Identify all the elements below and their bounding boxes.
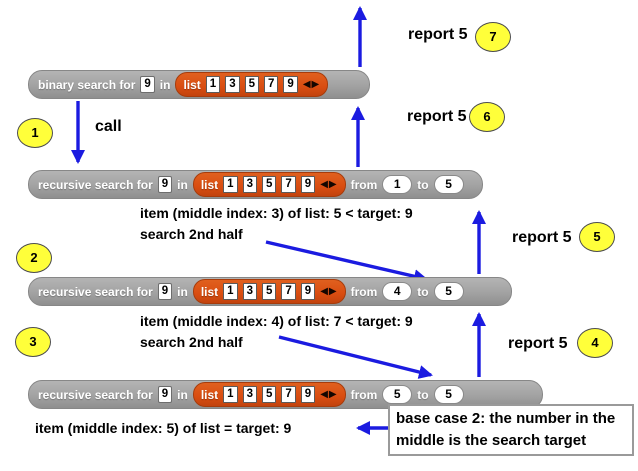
step-circle-2: 2 [16,243,52,273]
from-label: from [350,284,378,299]
list-reporter[interactable]: list 1 3 5 7 9 ◀▶ [192,382,346,407]
list-item: 7 [264,76,279,93]
step-circle-1: 1 [17,118,53,148]
list-item: 7 [281,386,296,403]
list-item: 9 [300,386,316,403]
to-label: to [417,387,429,402]
block-recursive-call-1[interactable]: recursive search for 9 in list 1 3 5 7 9… [28,170,483,199]
block-binary-search[interactable]: binary search for 9 in list 1 3 5 7 9 ◀▶ [28,70,370,99]
list-arrows-icon[interactable]: ◀▶ [320,285,338,297]
from-label: from [350,177,378,192]
report-label-7: report 5 [408,26,468,43]
list-item: 7 [281,283,296,300]
annotation-call: call [95,118,122,135]
report-label-5: report 5 [512,229,572,246]
list-item: 9 [300,283,316,300]
callout-line: middle is the search target [396,432,587,449]
callout-line: base case 2: the number in the [396,410,616,427]
to-label: to [417,284,429,299]
list-item: 5 [261,386,277,403]
step-circle-4: 4 [577,328,613,358]
target-input[interactable]: 9 [157,386,173,403]
list-label: list [200,177,219,192]
list-arrows-icon[interactable]: ◀▶ [320,178,338,190]
to-input[interactable]: 5 [433,385,464,404]
annotation-line: search 2nd half [140,226,243,242]
list-item: 5 [261,283,277,300]
list-item: 3 [242,176,257,193]
list-item: 3 [225,76,240,93]
list-item: 5 [244,76,260,93]
from-label: from [350,387,378,402]
annotation-line: search 2nd half [140,334,243,350]
list-reporter[interactable]: list 1 3 5 7 9 ◀▶ [192,279,346,304]
list-reporter[interactable]: list 1 3 5 7 9 ◀▶ [175,72,329,97]
annotation-line: item (middle index: 4) of list: 7 < targ… [140,313,413,329]
list-item: 1 [223,386,238,403]
report-label-6: report 5 [407,108,467,125]
list-label: list [183,77,201,92]
block-label: in [177,387,188,402]
step-circle-6: 6 [469,102,505,132]
report-label-4: report 5 [508,335,568,352]
block-recursive-call-2[interactable]: recursive search for 9 in list 1 3 5 7 9… [28,277,512,306]
list-item: 9 [300,176,316,193]
annotation-middle-5: item (middle index: 5) of list = target:… [35,420,292,436]
block-label: recursive search for [38,387,153,402]
block-label: recursive search for [38,177,153,192]
list-reporter[interactable]: list 1 3 5 7 9 ◀▶ [192,172,346,197]
list-arrows-icon[interactable]: ◀▶ [302,78,321,90]
annotation-middle-3: item (middle index: 3) of list: 5 < targ… [140,203,413,245]
step-circle-5: 5 [579,222,615,252]
block-label: in [177,177,188,192]
target-input[interactable]: 9 [157,176,173,193]
target-input[interactable]: 9 [157,283,173,300]
list-item: 1 [223,176,238,193]
block-label: binary search for [38,77,136,92]
arrow-search-2nd-half-1 [265,240,428,284]
to-label: to [417,177,429,192]
block-label: in [177,284,188,299]
from-input[interactable]: 4 [382,282,413,301]
to-input[interactable]: 5 [433,175,464,194]
step-circle-7: 7 [475,22,511,52]
list-label: list [200,284,219,299]
list-item: 1 [223,283,238,300]
block-label: in [159,77,171,92]
step-circle-3: 3 [15,327,51,357]
list-item: 5 [261,176,277,193]
list-item: 9 [283,76,298,93]
annotation-line: item (middle index: 3) of list: 5 < targ… [140,205,413,221]
list-item: 3 [242,283,257,300]
target-input[interactable]: 9 [140,76,155,93]
to-input[interactable]: 5 [433,282,464,301]
list-item: 7 [281,176,296,193]
base-case-callout: base case 2: the number in the middle is… [388,404,634,456]
list-arrows-icon[interactable]: ◀▶ [320,388,338,400]
block-recursive-call-3[interactable]: recursive search for 9 in list 1 3 5 7 9… [28,380,543,409]
from-input[interactable]: 1 [382,175,413,194]
list-item: 3 [242,386,257,403]
from-input[interactable]: 5 [382,385,413,404]
block-label: recursive search for [38,284,153,299]
annotation-middle-4: item (middle index: 4) of list: 7 < targ… [140,311,413,353]
list-item: 1 [205,76,221,93]
list-label: list [200,387,219,402]
